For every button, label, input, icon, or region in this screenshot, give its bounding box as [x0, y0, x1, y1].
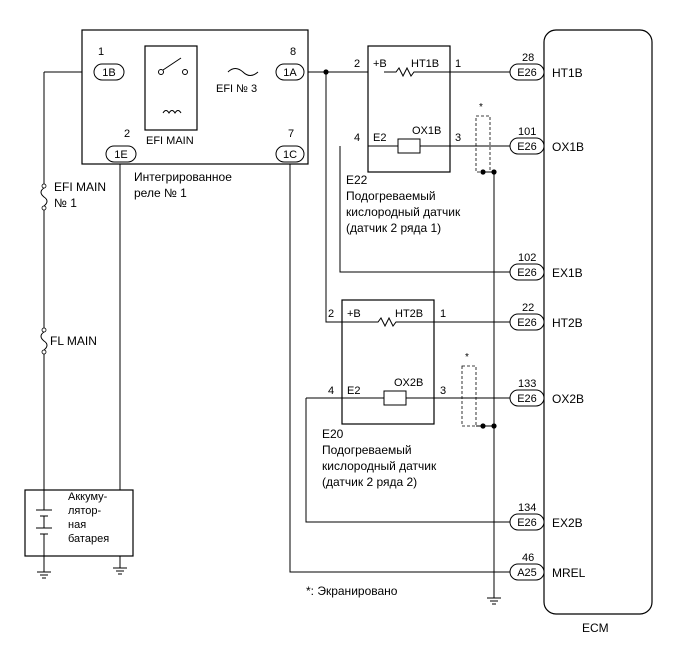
sensor2-e2-label: E2 [347, 385, 360, 397]
svg-text:OX2B: OX2B [552, 392, 584, 406]
svg-text:E26: E26 [517, 517, 537, 529]
ecm-pin-ox1b: 101 E26 OX1B [509, 126, 584, 155]
sensor1-pin-1: 1 [455, 58, 461, 70]
efi-main-fuse-number: № 1 [54, 196, 77, 210]
sensor1-ox-label: OX1B [412, 125, 441, 137]
svg-text:1E: 1E [114, 149, 127, 161]
sensor1-pin-4: 4 [354, 132, 360, 144]
relay-pin-1: 1 [98, 46, 104, 58]
integrated-relay: 1 8 2 7 EFI MAIN EFI № 3 Интегрированное… [81, 29, 309, 200]
svg-text:OX1B: OX1B [552, 140, 584, 154]
sensor2-desc-line2: кислородный датчик [322, 459, 437, 473]
sensor2-desc-line3: (датчик 2 ряда 2) [322, 475, 417, 489]
svg-text:E26: E26 [517, 393, 537, 405]
sensor1-e2-label: E2 [373, 132, 386, 144]
svg-text:EX2B: EX2B [552, 516, 583, 530]
svg-text:MREL: MREL [552, 566, 586, 580]
junction-dot [491, 423, 497, 429]
connector-1c: 1C [275, 145, 305, 163]
fl-main-fuse-label: FL MAIN [50, 334, 97, 348]
battery: Аккуму- лятор- ная батарея [24, 489, 134, 572]
relay-pin-8: 8 [290, 46, 296, 58]
footnote: *: Экранировано [306, 584, 398, 598]
sensor1-code: E22 [346, 173, 368, 187]
connector-1b: 1B [93, 63, 125, 81]
shield-1: * [475, 102, 491, 173]
ground-symbol [37, 571, 51, 579]
connector-1a: 1A [275, 63, 305, 81]
ecm-label: ECM [582, 621, 609, 635]
sensor2-pin-3: 3 [440, 385, 446, 397]
ecm-pin-ex1b: 102 E26 EX1B [509, 252, 583, 281]
svg-text:E26: E26 [517, 267, 537, 279]
ecm-pin-ex2b: 134 E26 EX2B [509, 502, 583, 531]
svg-text:22: 22 [522, 302, 534, 314]
ground-symbol [487, 597, 501, 605]
svg-text:HT2B: HT2B [552, 316, 583, 330]
svg-text:EX1B: EX1B [552, 266, 583, 280]
efi-main-relay-label: EFI MAIN [146, 135, 194, 147]
svg-text:102: 102 [518, 252, 536, 264]
relay-name-line2: реле № 1 [134, 186, 187, 200]
ecm-pin-ht2b: 22 E26 HT2B [509, 302, 583, 331]
sensor2-desc-line1: Подогреваемый [322, 443, 412, 457]
junction-dot [323, 69, 329, 75]
svg-text:E26: E26 [517, 317, 537, 329]
svg-text:28: 28 [522, 52, 534, 64]
oxygen-sensor-e20: 2 +B HT2B 1 4 E2 OX2B 3 E20 Подогреваемы… [306, 299, 450, 489]
battery-label-line3: ная [68, 519, 86, 531]
fl-main-fuse: FL MAIN [40, 327, 97, 355]
ecm-module: ECM [543, 29, 653, 635]
sensor1-desc-line3: (датчик 2 ряда 1) [346, 221, 441, 235]
sensor2-pin-1: 1 [440, 308, 446, 320]
sensor1-desc-line2: кислородный датчик [346, 205, 461, 219]
relay-pin-2: 2 [124, 128, 130, 140]
svg-text:101: 101 [518, 126, 536, 138]
svg-text:134: 134 [518, 502, 536, 514]
svg-text:133: 133 [518, 378, 536, 390]
shield-2: * [461, 352, 483, 427]
shield-2-mark: * [465, 352, 469, 363]
sensor1-plus-b: +B [373, 58, 387, 70]
sensor2-pin-4: 4 [328, 385, 334, 397]
svg-text:A25: A25 [517, 567, 537, 579]
sensor1-pin-3: 3 [455, 132, 461, 144]
sensor2-ox-label: OX2B [394, 377, 423, 389]
efi-main-no1-fuse: EFI MAIN № 1 [40, 180, 106, 211]
ground-symbol [113, 567, 127, 575]
efi-main-fuse-label: EFI MAIN [54, 180, 106, 194]
ecm-pin-ox2b: 133 E26 OX2B [509, 378, 584, 407]
svg-text:1B: 1B [102, 67, 115, 79]
svg-text:E26: E26 [517, 141, 537, 153]
connector-1e: 1E [105, 145, 137, 163]
sensor2-plus-b: +B [347, 308, 361, 320]
sensor2-ht-label: HT2B [395, 308, 423, 320]
junction-dot [491, 169, 497, 175]
svg-text:HT1B: HT1B [552, 66, 583, 80]
relay-pin-7: 7 [288, 128, 294, 140]
shield-1-mark: * [479, 102, 483, 113]
relay-name-line1: Интегрированное [134, 170, 232, 184]
battery-label-line2: лятор- [68, 505, 102, 517]
svg-text:E26: E26 [517, 67, 537, 79]
ecm-pin-mrel: 46 A25 MREL [509, 552, 586, 581]
sensor1-desc-line1: Подогреваемый [346, 189, 436, 203]
sensor1-ht-label: HT1B [411, 58, 439, 70]
sensor2-code: E20 [322, 427, 344, 441]
ecm-pin-ht1b: 28 E26 HT1B [509, 52, 583, 81]
efi-no3-fuse-label: EFI № 3 [216, 83, 257, 95]
sensor2-pin-2: 2 [328, 308, 334, 320]
battery-label-line4: батарея [68, 533, 109, 545]
svg-text:46: 46 [522, 552, 534, 564]
svg-text:1C: 1C [283, 149, 297, 161]
sensor1-pin-2: 2 [354, 58, 360, 70]
svg-text:1A: 1A [283, 67, 297, 79]
oxygen-sensor-e22: 2 +B HT1B 1 4 E2 OX1B 3 E22 Подогреваемы… [346, 45, 461, 235]
battery-label-line1: Аккуму- [68, 491, 108, 503]
